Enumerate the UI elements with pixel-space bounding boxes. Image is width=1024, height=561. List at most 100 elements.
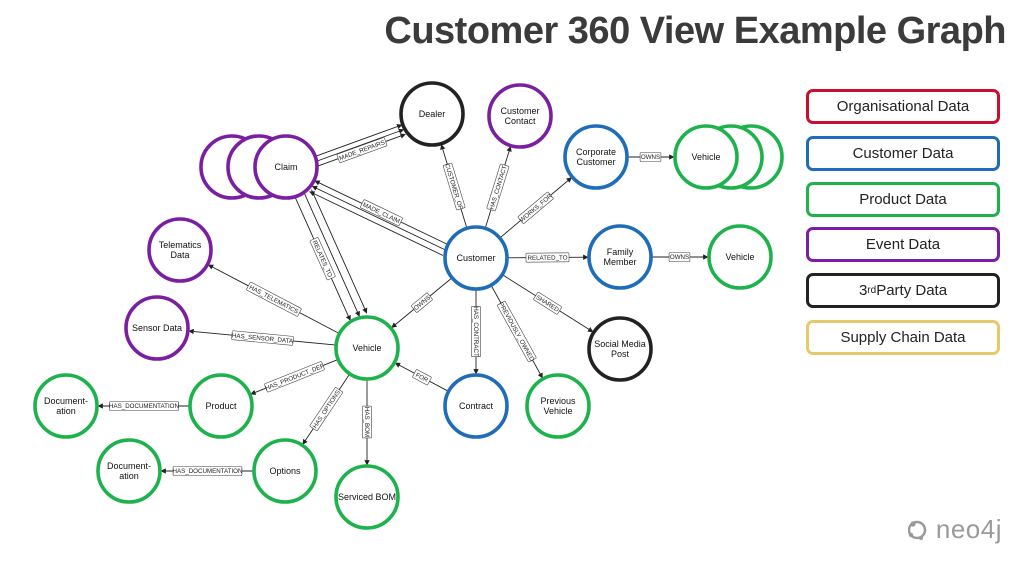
edge-label-box [172,466,243,476]
edge-label-box [533,291,562,315]
edge-label-text: RELATES_TO [311,239,334,278]
edge-label-text: HAS_PRODUCT_DEF [264,363,325,393]
edge-label-text: HAS_OPTIONS [312,389,342,430]
node-customer [443,225,509,291]
node-serviced-bom [334,464,400,530]
edge-label-text: PREVIOUSLY_OWNED [497,301,535,363]
edge-label-box [412,369,432,386]
legend-item-customer: Customer Data [806,136,1000,171]
legend-item-event: Event Data [806,227,1000,262]
edge-label-box [309,237,336,281]
neo4j-logo-icon [907,520,927,540]
edge-label-text: MADE_CLAIM [361,202,400,226]
edge-label-box [362,405,372,439]
edge-label-text: HAS_DOCUMENTATION [109,403,179,410]
edge-label-for: FOR [412,369,432,386]
neo4j-logo: neo4j [907,514,1002,545]
node-vehicle-corp [673,124,739,190]
node-label-product: Product [205,401,237,411]
edge-label-relates-to: RELATES_TO [309,237,336,281]
node-vehicle-family [707,224,773,290]
edge-label-text: HAS_CONTRACT [472,306,479,357]
edge-label-box [442,162,466,211]
node-label-vehicle: Vehicle [352,343,381,353]
edge-label-text: OWNS [670,254,689,261]
node-label-sensor-data: Sensor Data [132,323,182,333]
node-claim [253,134,319,200]
legend-item-product: Product Data [806,182,1000,217]
edge-label-shared: SHARED [533,291,562,315]
edge-label-text: HAS_DOCUMENTATION [173,468,243,475]
node-options [252,438,318,504]
node-label-vehicle-family: Vehicle [725,252,754,262]
node-label-customer: Customer [456,253,495,263]
edge-label-has-contact: HAS_CONTACT [486,163,510,212]
edge-label-box [486,163,510,212]
node-label-dealer: Dealer [419,109,446,119]
edge-relates-to [303,192,360,317]
edge-label-box [517,191,554,224]
edge-label-has-documentation: HAS_DOCUMENTATION [109,401,179,411]
edge-label-box [246,281,302,317]
node-family-member [587,224,653,290]
edge-label-made-claim: MADE_CLAIM [360,199,403,227]
legend-item-supply-chain: Supply Chain Data [806,320,1000,355]
edge-label-box [639,152,662,162]
edge-made-repairs [314,124,403,157]
edge-label-box [309,387,343,431]
edge-label-text: HAS_SENSOR_DATA [232,332,295,345]
edge-label-works-for: WORKS_FOR [517,191,554,224]
neo4j-logo-text: neo4j [935,514,1002,544]
edge-made-claim [311,185,446,251]
node-sensor-data [124,295,190,361]
edge-label-text: HAS_BOM [363,407,370,437]
edge-label-text: OWNS [641,154,660,161]
edge-label-box [497,300,537,363]
edge-label-has-options: HAS_OPTIONS [309,387,343,431]
edge-label-has-product-def: HAS_PRODUCT_DEF [264,361,325,393]
edge-relates-to [311,189,368,314]
edge-label-box [336,137,388,163]
node-customer-contact [487,83,553,149]
node-label-claim: Claim [274,162,297,172]
edge-label-box [525,252,570,263]
edge-label-box [411,292,433,313]
node-label-options: Options [269,466,301,476]
edge-label-box [231,330,294,346]
edge-label-customer-of: CUSTOMER_OF [442,162,466,211]
node-corporate-customer [563,124,629,190]
node-product [188,373,254,439]
edge-label-previously-owned: PREVIOUSLY_OWNED [497,300,537,363]
node-vehicle [334,315,400,381]
edge-label-owns: OWNS [668,252,691,262]
page-title: Customer 360 View Example Graph [384,10,1006,52]
edge-made-claim [309,191,444,256]
node-telematics-data [147,217,213,283]
edge-label-text: RELATED_TO [527,255,567,262]
edge-made-repairs [316,128,405,162]
edge-label-text: WORKS_FOR [519,193,554,224]
edge-label-box [668,252,691,262]
node-social-media-post [587,316,653,382]
edge-label-related-to: RELATED_TO [525,252,570,263]
edge-label-owns: OWNS [411,292,433,313]
edge-label-box [471,305,481,358]
node-label-documentation-2: Document-ation [107,461,151,481]
node-contract [443,373,509,439]
node-documentation-1 [33,373,99,439]
node-label-vehicle-corp: Vehicle [691,152,720,162]
edge-label-has-contract: HAS_CONTRACT [471,305,481,358]
edge-label-text: HAS_TELEMATICS [248,284,300,316]
edge-label-box [109,401,179,411]
edge-label-has-documentation: HAS_DOCUMENTATION [172,466,243,476]
edge-label-owns: OWNS [639,152,662,162]
legend-item-organisational: Organisational Data [806,89,1000,124]
